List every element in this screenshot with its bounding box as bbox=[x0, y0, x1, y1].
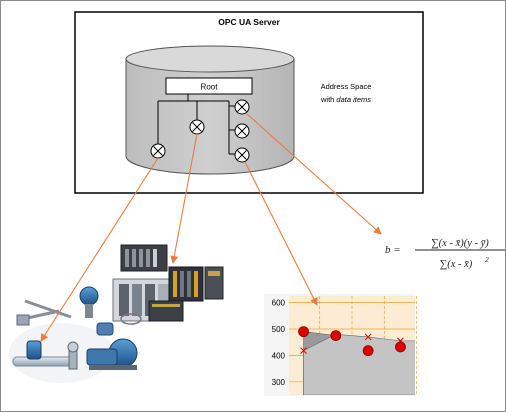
formula-block: b = ∑(x - x̄)(y - ȳ) ∑(x - x̄) 2 bbox=[385, 238, 505, 270]
series-2-marker bbox=[364, 333, 372, 341]
address-space-label: Address Space bbox=[321, 82, 372, 91]
connector-to-formula bbox=[246, 113, 382, 235]
formula-exponent: 2 bbox=[485, 255, 489, 264]
root-node bbox=[165, 77, 253, 95]
series-1-point bbox=[298, 326, 309, 338]
server-title: OPC UA Server bbox=[218, 17, 280, 27]
plc-racks-picture bbox=[112, 244, 224, 325]
series-1-point bbox=[395, 341, 406, 353]
chart: 600 500 400 300 bbox=[264, 294, 417, 396]
chart-marks-layer bbox=[298, 326, 406, 357]
connector-to-plc-racks bbox=[170, 133, 198, 264]
item-node-icon bbox=[234, 99, 250, 115]
formula-denominator: ∑(x - x̄) bbox=[440, 259, 473, 270]
y-tick-label: 400 bbox=[272, 351, 286, 360]
chart-series-layer bbox=[303, 331, 415, 395]
connector-to-chart bbox=[244, 161, 318, 306]
address-space-cylinder bbox=[125, 45, 295, 175]
connector-lines bbox=[40, 113, 382, 342]
y-tick-label: 600 bbox=[272, 299, 286, 308]
series-2-marker bbox=[300, 347, 307, 355]
item-node-icon bbox=[189, 119, 205, 135]
series-1-point bbox=[362, 345, 374, 357]
field-devices-picture bbox=[9, 286, 138, 383]
item-node-icon bbox=[150, 143, 166, 159]
series-1-point bbox=[330, 330, 342, 342]
address-space-sublabel-prefix: with bbox=[320, 95, 336, 104]
chart-tick-labels: 600 500 400 300 bbox=[272, 299, 286, 387]
formula-numerator: ∑(x - x̄)(y - ȳ) bbox=[431, 238, 489, 249]
y-tick-label: 300 bbox=[272, 378, 286, 387]
root-label: Root bbox=[201, 83, 219, 92]
address-space-sublabel-italic: data items bbox=[336, 95, 371, 104]
item-node-icon bbox=[234, 147, 250, 163]
connector-to-field-devices bbox=[40, 157, 159, 342]
area-series-2 bbox=[303, 333, 415, 395]
formula-lhs: b = bbox=[385, 244, 401, 256]
y-tick-label: 500 bbox=[272, 325, 286, 334]
item-node-icon bbox=[234, 123, 250, 139]
address-space-sublabel: with data items bbox=[320, 95, 371, 104]
